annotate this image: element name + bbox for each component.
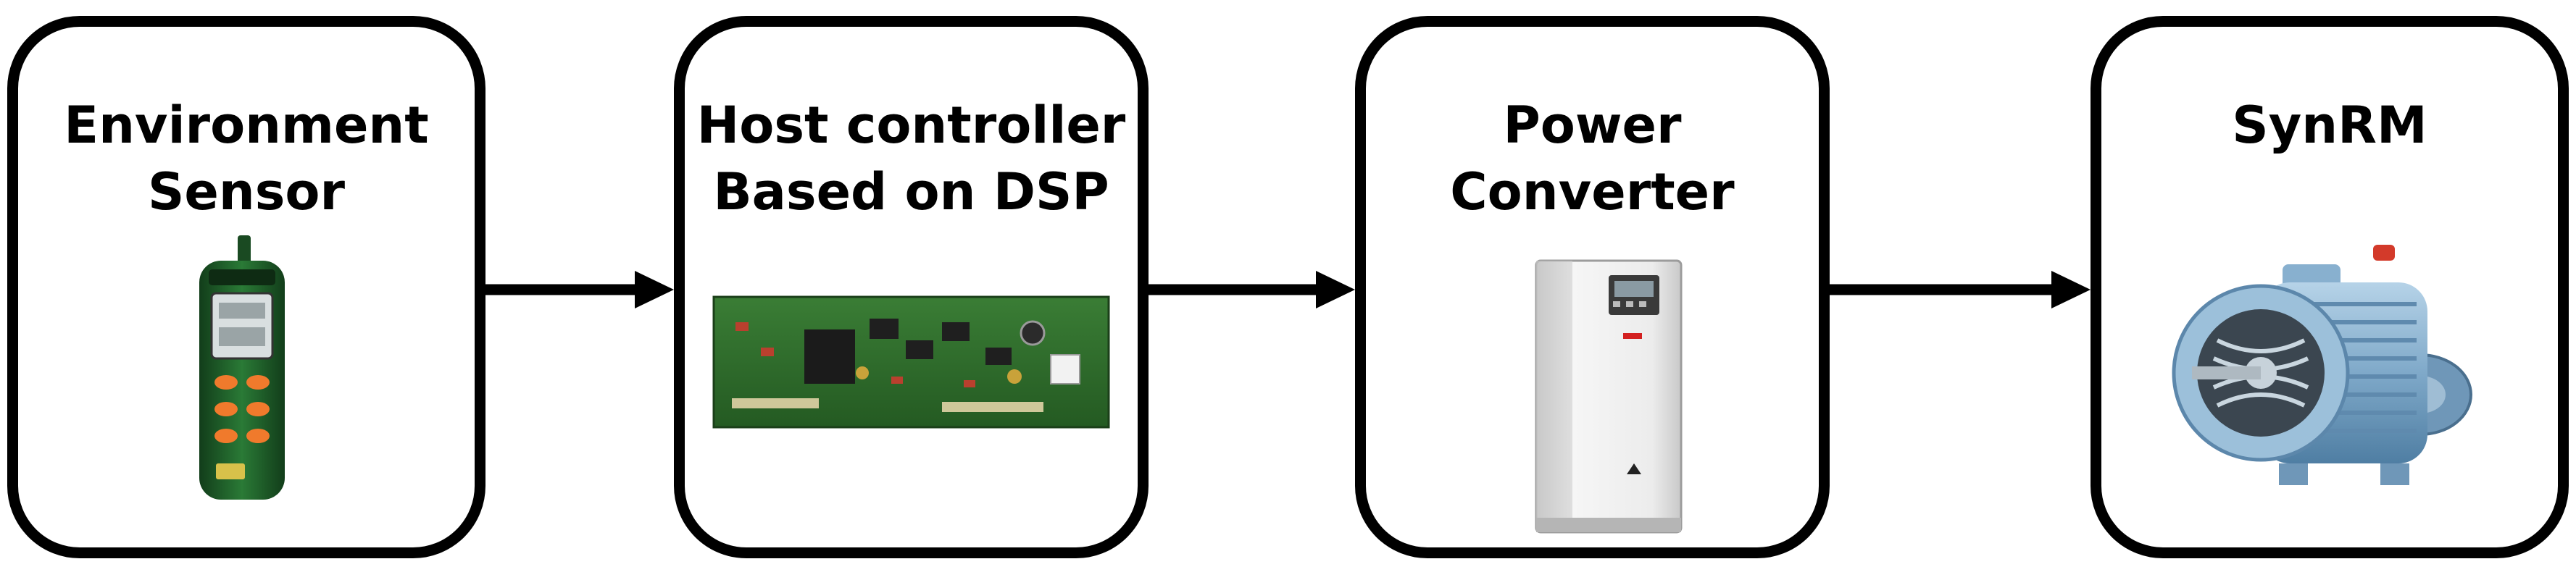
- block-environment-sensor: Environment Sensor: [7, 16, 485, 558]
- environment-sensor-image: [199, 235, 285, 500]
- block-title-line-2: Based on DSP: [713, 162, 1109, 222]
- block-title-line-1: Power: [1503, 96, 1682, 155]
- block-title: Power Converter: [1366, 92, 1819, 225]
- block-title-line-2: Sensor: [147, 162, 345, 222]
- dsp-board-image: [712, 295, 1110, 429]
- block-title-line-1: Environment: [64, 96, 429, 155]
- block-title-line-2: Converter: [1450, 162, 1735, 222]
- arrow-converter-to-motor: [1830, 271, 2091, 308]
- block-host-controller: Host controller Based on DSP: [674, 16, 1149, 558]
- block-title: Host controller Based on DSP: [685, 92, 1138, 225]
- synrm-motor-image: [2172, 245, 2472, 485]
- block-title: SynRM: [2101, 92, 2558, 159]
- block-title: Environment Sensor: [18, 92, 475, 225]
- arrow-controller-to-converter: [1149, 271, 1355, 308]
- power-converter-image: [1535, 259, 1683, 534]
- block-title-line-1: Host controller: [696, 96, 1126, 155]
- arrow-sensor-to-controller: [485, 271, 674, 308]
- block-title-line-1: SynRM: [2232, 96, 2427, 155]
